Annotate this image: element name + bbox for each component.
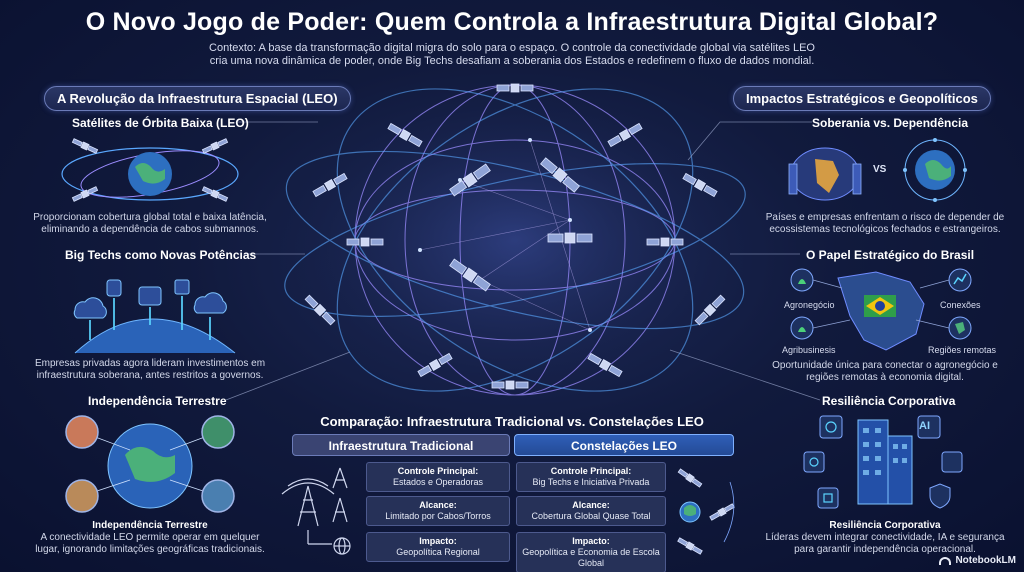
soberania-description: Países e empresas enfrentam o risco de d… (765, 212, 1005, 235)
notebooklm-logo: NotebookLM (939, 555, 1016, 566)
resiliencia-title: Resiliência Corporativa (822, 394, 956, 408)
brasil-title: O Papel Estratégico do Brasil (806, 248, 975, 262)
label-agronegocio: Agronegócio (784, 300, 835, 310)
independencia-title: Independência Terrestre (88, 394, 227, 408)
cell-traditional-control: Controle Principal: Estados e Operadoras (366, 462, 510, 492)
pill-leo-revolution: A Revolução da Infraestrutura Espacial (… (44, 86, 351, 111)
cell-leo-control: Controle Principal: Big Techs e Iniciati… (516, 462, 666, 492)
ai-label: AI (919, 420, 930, 432)
label-conexoes: Conexões (940, 300, 981, 310)
cell-traditional-impact: Impacto: Geopolítica Regional (366, 532, 510, 562)
cell-leo-reach: Alcance: Cobertura Global Quase Total (516, 496, 666, 526)
bigtech-cloud-earth-icon (73, 279, 236, 354)
context-text: Contexto: A base da transformação digita… (209, 42, 815, 67)
leo-description: Proporcionam cobertura global total e ba… (33, 212, 267, 235)
brasil-description: Oportunidade única para conectar o agron… (772, 360, 998, 383)
page-title: O Novo Jogo de Poder: Quem Controla a In… (85, 8, 939, 36)
bigtech-title: Big Techs como Novas Potências (65, 248, 257, 262)
comparison-title: Comparação: Infraestrutura Tradicional v… (320, 414, 704, 429)
label-agribusinesis: Agribusinesis (782, 345, 836, 355)
independencia-description: A conectividade LEO permite operar em qu… (35, 532, 265, 555)
leo-orbit-earth-icon (61, 138, 239, 202)
resiliencia-description: Líderas devem integrar conectividade, IA… (765, 532, 1005, 555)
tower-icons (281, 467, 351, 555)
vs-label: VS (873, 164, 887, 175)
label-regioes-remotas: Regiões remotas (928, 345, 997, 355)
leo-satellite-icons (677, 468, 735, 555)
soberania-title: Soberania vs. Dependência (812, 116, 969, 130)
pill-strategic-impacts: Impactos Estratégicos e Geopolíticos (733, 86, 991, 111)
traditional-header: Infraestrutura Tradicional (292, 434, 510, 456)
cell-traditional-reach: Alcance: Limitado por Cabos/Torros (366, 496, 510, 526)
independencia-caption: Independência Terrestre (92, 520, 208, 531)
resiliencia-caption: Resiliência Corporativa (829, 520, 941, 531)
brasil-map-icon (790, 268, 972, 351)
soberania-vs-icon (788, 138, 967, 202)
cell-leo-impact: Impacto: Geopolítica e Economia de Escol… (516, 532, 666, 572)
resiliencia-building-icon (803, 415, 963, 509)
independencia-globe-icon (65, 415, 235, 513)
leo-title: Satélites de Órbita Baixa (LEO) (72, 116, 249, 130)
leo-header: Constelações LEO (514, 434, 734, 456)
bigtech-description: Empresas privadas agora lideram investim… (34, 358, 266, 381)
notebooklm-icon (939, 556, 952, 565)
orbital-globe-illustration (275, 80, 755, 400)
